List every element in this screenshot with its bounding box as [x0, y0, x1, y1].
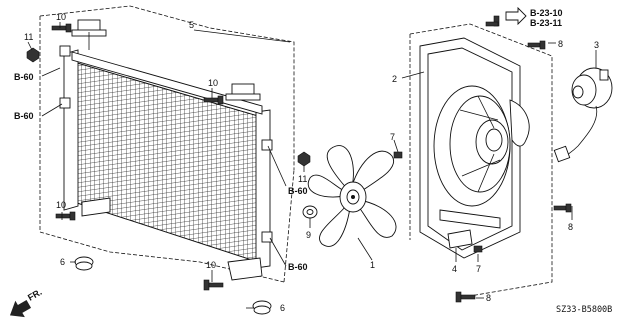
- callout-7-lower: 7: [476, 264, 481, 274]
- callout-11-right: 11: [298, 174, 307, 184]
- cushion-6-bottom: [252, 300, 272, 315]
- callout-10-top-right: 10: [208, 78, 218, 88]
- washer-9: [302, 205, 318, 219]
- condenser-assembly-outline: [39, 5, 295, 283]
- leader-lines: [27, 22, 597, 309]
- bolt-10-top-right: [203, 95, 224, 105]
- front-direction-arrow: [9, 300, 32, 318]
- bolt-8-bottom: [455, 291, 476, 303]
- callout-3: 3: [594, 40, 599, 50]
- callout-6-bottom: 6: [280, 303, 285, 313]
- cushion-6-left: [74, 256, 94, 271]
- callout-9: 9: [306, 230, 311, 240]
- upper-right-bracket: [225, 83, 261, 101]
- fan-motor: [553, 67, 613, 163]
- nut-11-left: [26, 47, 40, 63]
- bolt-10-top-left: [51, 23, 72, 33]
- callout-8-top: 8: [558, 39, 563, 49]
- bolt-top-center: [485, 15, 500, 27]
- callout-10-lower-right: 10: [206, 260, 216, 270]
- ref-b23-10: B-23-10: [530, 8, 563, 18]
- bolt-8-right: [553, 203, 572, 213]
- screw-7-left: [393, 151, 403, 159]
- b23-reference-arrow: [505, 6, 527, 26]
- upper-left-bracket: [71, 19, 107, 50]
- shroud-assembly-outline: [409, 23, 553, 297]
- ref-b60-lower: B-60: [288, 262, 308, 272]
- callout-8-bottom: 8: [486, 293, 491, 303]
- callout-5: 5: [189, 20, 194, 30]
- lower-right-bracket: [227, 257, 263, 281]
- ref-b23-11: B-23-11: [530, 18, 562, 28]
- callout-6-left: 6: [60, 257, 65, 267]
- screw-7-lower: [473, 245, 483, 253]
- cooling-fan-blade: [307, 145, 397, 247]
- bolt-10-lower-left: [55, 211, 76, 221]
- ref-b60-right: B-60: [288, 186, 308, 196]
- callout-1: 1: [370, 260, 375, 270]
- front-direction-label: FR.: [26, 287, 44, 303]
- fan-shroud: [419, 37, 530, 259]
- condenser-core: [59, 45, 273, 269]
- lower-left-bracket: [81, 197, 111, 217]
- bolt-10-lower-right: [203, 279, 224, 291]
- callout-7-left: 7: [390, 132, 395, 142]
- callout-8-right: 8: [568, 222, 573, 232]
- callout-2: 2: [392, 74, 397, 84]
- bracket-4: [447, 229, 473, 249]
- ref-b60-middle: B-60: [14, 111, 34, 121]
- diagram-code: SZ33-B5800B: [556, 305, 612, 315]
- bolt-8-top: [527, 40, 546, 50]
- callout-4: 4: [452, 264, 457, 274]
- callout-10-lower-left: 10: [56, 200, 66, 210]
- ref-b60-upper: B-60: [14, 72, 34, 82]
- nut-11-right: [297, 151, 311, 167]
- callout-11-left: 11: [24, 32, 33, 42]
- callout-10-top-left: 10: [56, 12, 66, 22]
